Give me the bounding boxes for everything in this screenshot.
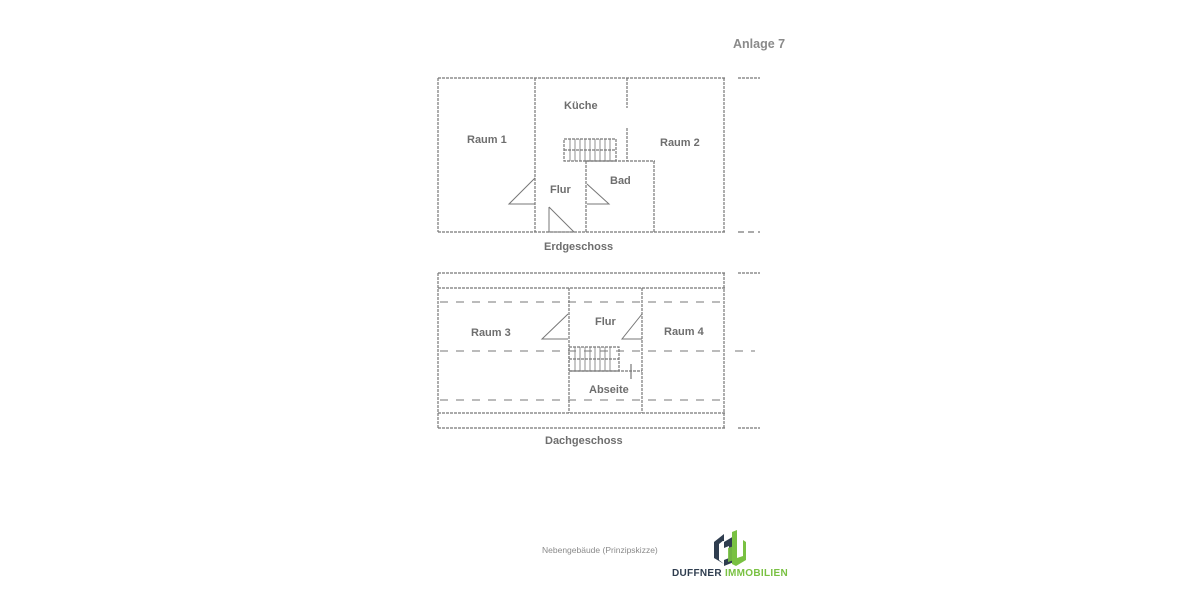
room-label-raum-3: Raum 3 (471, 327, 511, 339)
brand-name-part2: IMMOBILIEN (724, 568, 788, 579)
annex-label: Anlage 7 (733, 37, 786, 51)
room-label-abseite: Abseite (589, 384, 629, 396)
room-label-raum-4: Raum 4 (664, 326, 704, 338)
room-label-bad: Bad (610, 175, 631, 187)
attic-floor-plan (437, 272, 760, 429)
room-label-raum-1: Raum 1 (467, 134, 507, 146)
ground-floor-plan (437, 77, 760, 233)
brand-name-part1: DUFFNER (672, 568, 722, 579)
room-label-flur: Flur (550, 184, 571, 196)
floor-title-dachgeschoss: Dachgeschoss (545, 435, 623, 447)
brand-logo-icon (714, 530, 746, 566)
floor-title-erdgeschoss: Erdgeschoss (544, 241, 614, 253)
room-label-raum-2: Raum 2 (660, 137, 700, 149)
brand-name: DUFFNER IMMOBILIEN (672, 568, 788, 579)
room-label-flur-attic: Flur (595, 316, 616, 328)
sketch-caption: Nebengebäude (Prinzipskizze) (542, 545, 658, 555)
room-label-kueche: Küche (564, 100, 598, 112)
